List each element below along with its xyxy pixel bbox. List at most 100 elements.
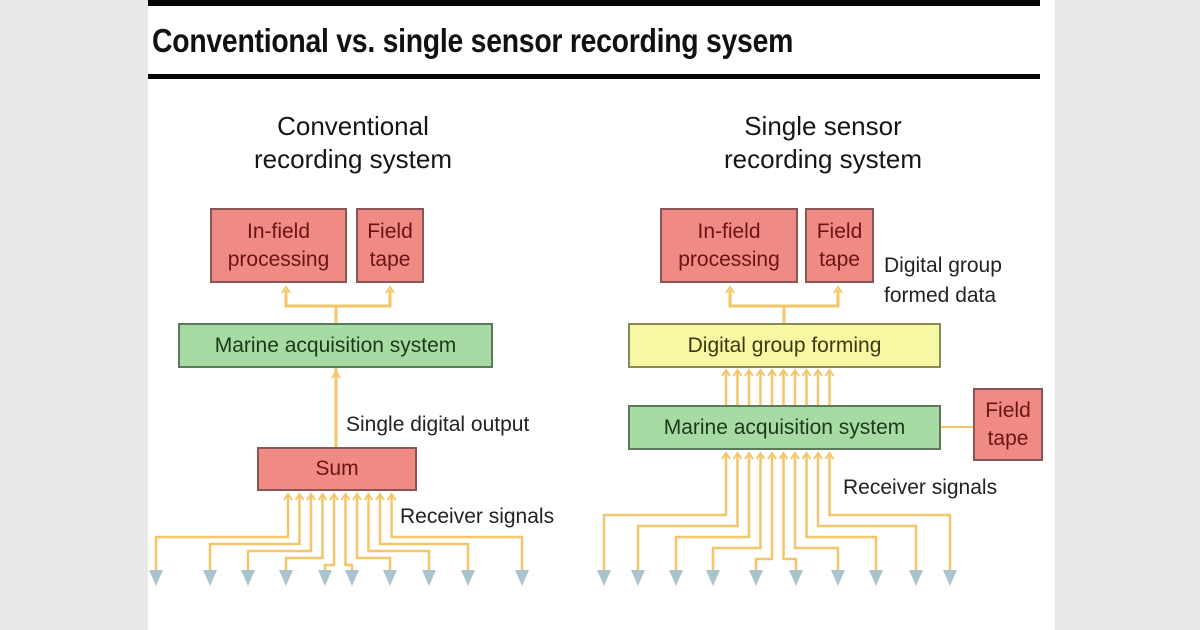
top-rule [148, 0, 1040, 6]
receiver-sensor-icon [669, 570, 683, 586]
arrow-up-icon [767, 451, 777, 460]
receiver-signal-wire [355, 495, 392, 572]
receiver-signal-wire [390, 495, 524, 572]
arrow-up-icon [790, 368, 800, 377]
receiver-signal-wire [367, 495, 431, 572]
tape-line2: tape [819, 247, 860, 271]
diagram-title: Conventional vs. single sensor recording… [152, 22, 794, 59]
receiver-sensor-icon [631, 570, 645, 586]
arrow-up-icon [294, 492, 305, 501]
arrow-up-icon [363, 492, 374, 501]
arrow-up-icon [725, 285, 735, 294]
receiver-signal-wire [711, 454, 762, 572]
wiring-diagram [149, 285, 973, 586]
receiver-sensor-icon [706, 570, 720, 586]
receiver-sensor-icon [345, 570, 359, 586]
title-rule [148, 74, 1040, 79]
receiver-sensor-icon [597, 570, 611, 586]
infield-line2: processing [678, 247, 780, 271]
tape-line2: tape [369, 247, 411, 271]
arrow-up-icon [317, 492, 328, 501]
arrow-up-icon [755, 451, 766, 460]
arrow-up-icon [833, 285, 843, 294]
formed-label-line1: Digital group [884, 254, 1002, 277]
arrow-up-icon [813, 451, 823, 460]
infield-line2: processing [227, 247, 330, 271]
arrow-up-icon [721, 368, 731, 377]
arrow-up-icon [778, 368, 789, 377]
receiver-signal-wire [754, 454, 774, 572]
receiver-signal-wire [378, 495, 470, 572]
conventional-heading-line2: recording system [254, 144, 452, 174]
single-sensor-heading-line1: Single sensor [744, 111, 902, 141]
tape-line1: Field [816, 219, 863, 243]
receiver-sensor-icon [515, 570, 529, 586]
receiver-sensor-icon [909, 570, 923, 586]
conventional-acquisition-box: Marine acquisition system [178, 323, 493, 368]
single-output-split-wire [728, 290, 840, 308]
receiver-sensor-icon [943, 570, 957, 586]
arrow-up-icon [306, 492, 316, 501]
receiver-sensor-icon [831, 570, 845, 586]
arrow-up-icon [331, 370, 341, 379]
arrow-up-icon [801, 451, 812, 460]
receiver-signal-wire [323, 495, 336, 572]
arrow-up-icon [744, 368, 754, 377]
side-field-tape-box: Field tape [973, 388, 1043, 461]
diagram-panel: Conventional vs. single sensor recording… [148, 0, 1055, 630]
receiver-signal-wire [816, 454, 918, 572]
receiver-signal-wire [208, 495, 301, 572]
receiver-sensor-icon [383, 570, 397, 586]
infield-line1: In-field [697, 219, 761, 243]
receiver-sensor-icon [279, 570, 293, 586]
arrow-up-icon [281, 285, 291, 294]
arrow-up-icon [732, 451, 743, 460]
arrow-up-icon [283, 492, 293, 501]
arrow-up-icon [375, 492, 385, 501]
arrow-up-icon [732, 368, 743, 377]
receiver-sensor-icon [869, 570, 883, 586]
conventional-receiver-signals-label: Receiver signals [400, 505, 555, 528]
single-receiver-signals-label: Receiver signals [843, 476, 998, 499]
conventional-heading: Conventional recording system [203, 110, 503, 176]
single-sensor-heading: Single sensor recording system [673, 110, 973, 176]
receiver-signal-wire [828, 454, 952, 572]
single-acquisition-box: Marine acquisition system [628, 405, 941, 450]
receiver-sensor-icon [789, 570, 803, 586]
wires [154, 285, 973, 572]
receiver-sensor-icon [149, 570, 163, 586]
receiver-signal-wire [636, 454, 739, 572]
receiver-signal-wire [246, 495, 313, 572]
single-infield-processing-box: In-field processing [660, 208, 798, 283]
receiver-signal-wire [674, 454, 751, 572]
side-tape-line2: tape [987, 426, 1029, 450]
receiver-signal-wire [344, 495, 354, 572]
receiver-signal-wire [154, 495, 290, 572]
digital-group-forming-box: Digital group forming [628, 323, 941, 368]
sensors [149, 570, 957, 586]
single-sensor-heading-line2: recording system [724, 144, 922, 174]
arrow-up-icon [790, 451, 800, 460]
formed-label-line2: formed data [884, 284, 997, 307]
arrow-up-icon [329, 492, 339, 501]
arrow-up-icon [801, 368, 812, 377]
arrow-up-icon [778, 451, 789, 460]
side-tape-line1: Field [985, 398, 1031, 422]
arrow-up-icon [767, 368, 777, 377]
digital-group-formed-data-label: Digital group formed data [884, 251, 1002, 311]
receiver-signal-wire [793, 454, 840, 572]
arrow-up-icon [744, 451, 754, 460]
arrow-up-icon [755, 368, 766, 377]
arrow-up-icon [721, 451, 731, 460]
arrow-up-icon [386, 492, 397, 501]
arrow-up-icon [352, 492, 362, 501]
conventional-output-split-wire [284, 290, 392, 308]
arrow-up-icon [813, 368, 823, 377]
arrow-up-icon [340, 492, 351, 501]
sum-box: Sum [257, 447, 417, 491]
single-digital-output-label: Single digital output [346, 413, 530, 436]
single-field-tape-box: Field tape [805, 208, 874, 283]
receiver-signal-wire [782, 454, 798, 572]
